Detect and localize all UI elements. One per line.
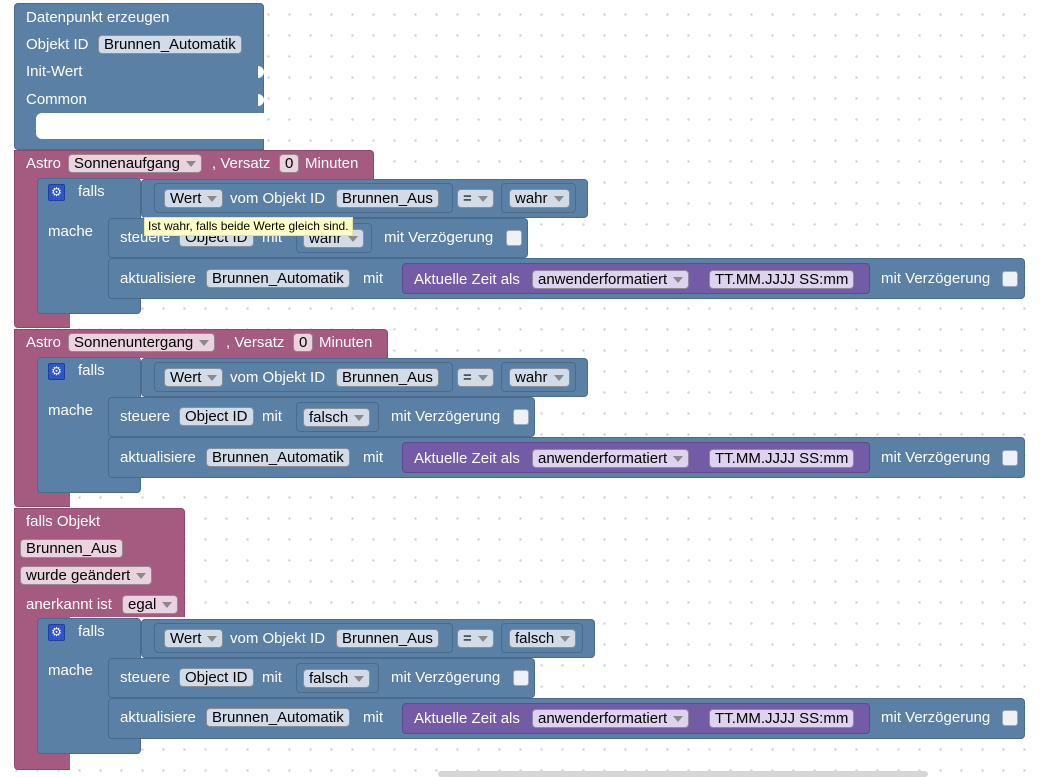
update-label: aktualisiere [120, 709, 196, 726]
if-label: falls [78, 183, 105, 200]
update-object-field[interactable]: Brunnen_Automatik [206, 448, 350, 467]
time-label: Aktuelle Zeit als [414, 450, 520, 467]
boolean-dropdown[interactable]: falsch [509, 629, 577, 648]
value-attribute-dropdown[interactable]: Wert [164, 189, 224, 208]
unit-label: Minuten [305, 155, 359, 172]
object-id-field[interactable]: Brunnen_Automatik [98, 35, 242, 54]
time-pattern-field[interactable]: TT.MM.JJJJ SS:mm [709, 270, 855, 289]
operator-dropdown[interactable]: = [457, 629, 494, 648]
condition-object-field[interactable]: Brunnen_Aus [336, 629, 439, 648]
time-pattern-field[interactable]: TT.MM.JJJJ SS:mm [709, 449, 855, 468]
control-delay-checkbox[interactable] [513, 409, 529, 425]
control-label: steuere [120, 669, 171, 686]
time-pattern-field[interactable]: TT.MM.JJJJ SS:mm [709, 709, 855, 728]
ack-label: anerkannt ist [26, 596, 112, 613]
unit-label: Minuten [319, 334, 373, 351]
ack-dropdown[interactable]: egal [122, 595, 179, 614]
condition-object-field[interactable]: Brunnen_Aus [336, 189, 439, 208]
do-label: mache [48, 223, 94, 240]
control-with-label: mit [262, 408, 282, 425]
update-delay-label: mit Verzögerung [881, 709, 991, 726]
control-delay-checkbox[interactable] [513, 670, 529, 686]
time-format-dropdown[interactable]: anwenderformatiert [532, 449, 690, 468]
operator-dropdown[interactable]: = [457, 189, 494, 208]
condition-object-field[interactable]: Brunnen_Aus [336, 368, 439, 387]
operator-dropdown[interactable]: = [457, 368, 494, 387]
create-datapoint-statement-slot [36, 113, 264, 139]
astro-event-dropdown[interactable]: Sonnenaufgang [68, 154, 202, 173]
trigger-object-field[interactable]: Brunnen_Aus [20, 539, 123, 558]
init-value-input-notch [258, 66, 264, 78]
control-label: steuere [120, 408, 171, 425]
of-object-label: vom Objekt ID [230, 190, 326, 207]
offset-field[interactable]: 0 [293, 333, 314, 352]
gear-icon[interactable]: ⚙ [48, 363, 65, 380]
control-object-field[interactable]: Object ID [179, 407, 254, 426]
update-with-label: mit [363, 270, 383, 287]
of-object-label: vom Objekt ID [230, 369, 326, 386]
control-delay-label: mit Verzögerung [391, 408, 501, 425]
update-delay-checkbox[interactable] [1002, 710, 1018, 726]
update-label: aktualisiere [120, 449, 196, 466]
of-object-label: vom Objekt ID [230, 630, 326, 647]
offset-label: , Versatz [226, 334, 285, 351]
update-delay-label: mit Verzögerung [881, 270, 991, 287]
if-label: falls [78, 362, 105, 379]
trigger-change-dropdown[interactable]: wurde geändert [20, 566, 153, 585]
do-label: mache [48, 402, 94, 419]
boolean-dropdown[interactable]: wahr [509, 368, 570, 387]
update-object-field[interactable]: Brunnen_Automatik [206, 269, 350, 288]
control-value-dropdown[interactable]: falsch [303, 408, 371, 427]
value-attribute-dropdown[interactable]: Wert [164, 368, 224, 387]
common-label: Common [26, 91, 87, 108]
offset-label: , Versatz [212, 155, 271, 172]
astro-event-dropdown[interactable]: Sonnenuntergang [68, 333, 216, 352]
update-object-field[interactable]: Brunnen_Automatik [206, 708, 350, 727]
value-attribute-dropdown[interactable]: Wert [164, 629, 224, 648]
control-object-field[interactable]: Object ID [179, 668, 254, 687]
update-with-label: mit [363, 449, 383, 466]
time-label: Aktuelle Zeit als [414, 710, 520, 727]
object-id-label: Objekt ID [26, 36, 89, 53]
init-value-label: Init-Wert [26, 63, 83, 80]
update-label: aktualisiere [120, 270, 196, 287]
offset-field[interactable]: 0 [279, 154, 300, 173]
update-delay-checkbox[interactable] [1002, 271, 1018, 287]
control-with-label: mit [262, 669, 282, 686]
astro-label: Astro [26, 334, 62, 351]
update-delay-checkbox[interactable] [1002, 450, 1018, 466]
control-value-dropdown[interactable]: falsch [303, 669, 371, 688]
trigger-title: falls Objekt [26, 513, 101, 530]
time-label: Aktuelle Zeit als [414, 271, 520, 288]
time-format-dropdown[interactable]: anwenderformatiert [532, 709, 690, 728]
gear-icon[interactable]: ⚙ [48, 624, 65, 641]
create-datapoint-title: Datenpunkt erzeugen [26, 9, 170, 26]
workspace-horizontal-scrollbar[interactable] [438, 771, 928, 777]
common-input-notch [258, 94, 264, 106]
if-label: falls [78, 623, 105, 640]
tooltip: Ist wahr, falls beide Werte gleich sind. [144, 217, 353, 236]
control-delay-label: mit Verzögerung [384, 229, 494, 246]
gear-icon[interactable]: ⚙ [48, 184, 65, 201]
update-with-label: mit [363, 709, 383, 726]
control-delay-checkbox[interactable] [506, 230, 522, 246]
update-delay-label: mit Verzögerung [881, 449, 991, 466]
do-label: mache [48, 662, 94, 679]
control-delay-label: mit Verzögerung [391, 669, 501, 686]
boolean-dropdown[interactable]: wahr [509, 189, 570, 208]
astro-label: Astro [26, 155, 62, 172]
time-format-dropdown[interactable]: anwenderformatiert [532, 270, 690, 289]
